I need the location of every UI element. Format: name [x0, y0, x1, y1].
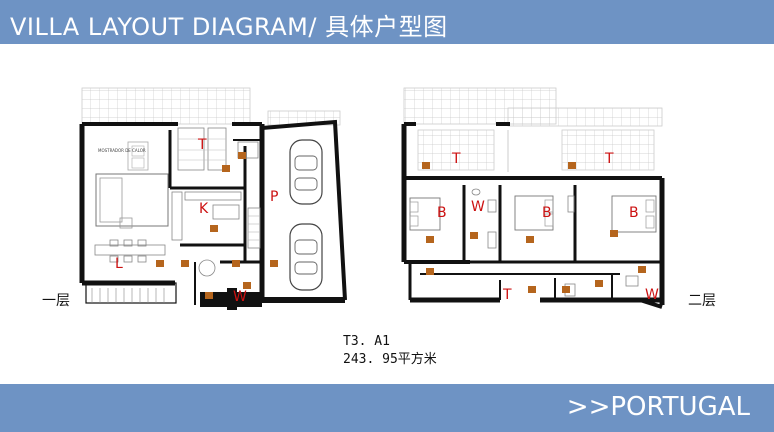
room-code-k: K — [199, 201, 209, 217]
unit-model: T3. A1 — [343, 334, 390, 349]
room-code-b-1: B — [437, 205, 447, 221]
terrace-grid — [81, 87, 251, 125]
ground-floor-plan: T K P L W MOSTRADOR DE CALOR — [79, 87, 347, 310]
unit-info: T3. A1 243. 95平方米 — [343, 333, 437, 369]
room-tags-ground — [156, 152, 278, 299]
room-code-l: L — [115, 256, 123, 272]
upper-floor-plan: T T B W B B T W — [401, 87, 665, 309]
room-codes-ground: T K P L W — [115, 137, 278, 305]
room-code-t-2: T — [604, 151, 614, 167]
car-icon-2 — [289, 223, 323, 291]
heater-note: MOSTRADOR DE CALOR — [98, 148, 146, 153]
car-icon-1 — [289, 139, 323, 205]
room-code-w-1: W — [471, 199, 485, 215]
room-code-t: T — [197, 137, 207, 153]
footer-bar — [0, 384, 774, 432]
room-codes-upper: T T B W B B T W — [437, 151, 659, 303]
room-code-b-3: B — [629, 205, 639, 221]
room-code-t-1: T — [451, 151, 461, 167]
floor-label-upper: 二层 — [688, 293, 716, 309]
room-code-b-2: B — [542, 205, 552, 221]
header-bar — [0, 0, 774, 44]
room-code-p: P — [270, 189, 278, 205]
floor-label-ground: 一层 — [42, 293, 70, 309]
room-code-w: W — [233, 289, 247, 305]
room-code-w-2: W — [645, 287, 659, 303]
footer-country: >>PORTUGAL — [566, 392, 750, 422]
page-title: VILLA LAYOUT DIAGRAM/ 具体户型图 — [10, 13, 448, 41]
room-code-t-3: T — [502, 287, 512, 303]
room-tags-upper — [422, 162, 646, 293]
unit-area: 243. 95平方米 — [343, 352, 437, 367]
